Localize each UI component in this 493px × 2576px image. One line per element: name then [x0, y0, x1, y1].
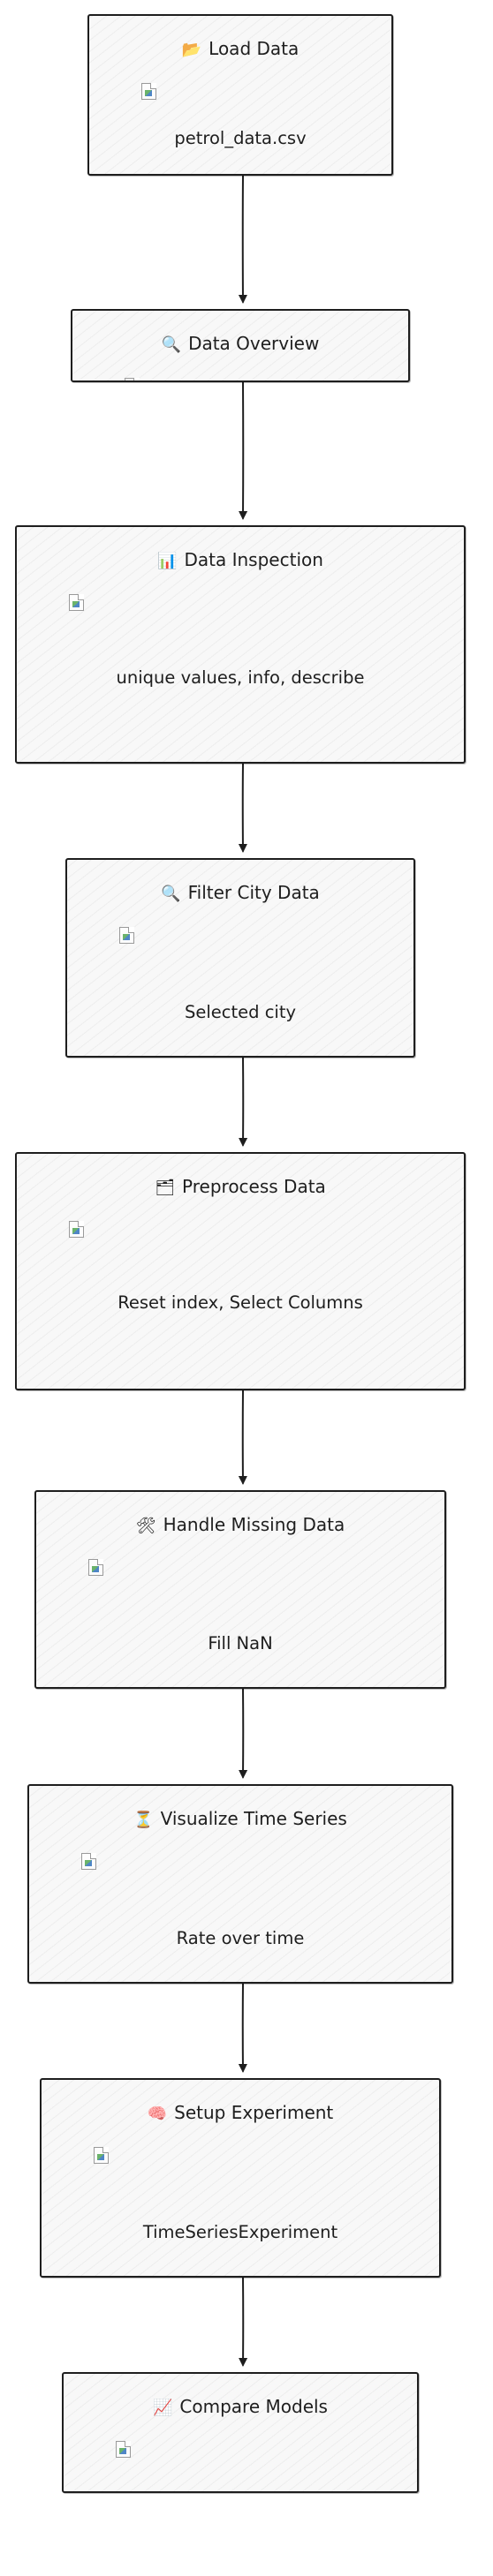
node-subtitle: petrol_data.csv	[174, 128, 307, 148]
magnifier-icon: 🔍	[161, 885, 181, 903]
broken-image-icon	[141, 83, 156, 100]
node-data-inspection: 📊Data Inspection unique values, info, de…	[15, 525, 466, 764]
broken-image-icon	[116, 2441, 131, 2458]
node-compare-models: 📈Compare Models	[62, 2372, 419, 2493]
chart-increasing-icon: 📈	[153, 2399, 173, 2417]
broken-image-icon	[94, 2147, 109, 2164]
broken-image-icon	[125, 378, 140, 380]
node-title: ⏳Visualize Time Series	[29, 1807, 451, 1832]
broken-image-icon	[88, 1559, 103, 1576]
node-preprocess-data: 🗂Preprocess Data Reset index, Select Col…	[15, 1152, 466, 1390]
node-setup-experiment: 🧠Setup Experiment TimeSeriesExperiment	[40, 2078, 441, 2278]
node-handle-missing-data: 🛠Handle Missing Data Fill NaN	[34, 1490, 446, 1689]
broken-image-icon	[69, 594, 84, 611]
node-subtitle: Selected city	[184, 1002, 297, 1022]
tools-icon: 🛠	[135, 1517, 156, 1535]
node-title: 🛠Handle Missing Data	[36, 1513, 444, 1538]
node-title: 🗂Preprocess Data	[17, 1175, 464, 1200]
box-icon: 🗂	[155, 1179, 176, 1197]
folder-icon: 📂	[181, 41, 202, 59]
node-subtitle: TimeSeriesExperiment	[142, 2222, 338, 2242]
magnifier-icon: 🔍	[161, 335, 182, 354]
broken-image-icon	[81, 1853, 96, 1870]
node-title: 📈Compare Models	[64, 2395, 417, 2420]
node-title: 🔍Filter City Data	[67, 881, 413, 906]
node-title: 🔍Data Overview	[72, 332, 408, 357]
broken-image-icon	[69, 1221, 84, 1238]
node-title: 📊Data Inspection	[17, 548, 464, 573]
node-visualize-time-series: ⏳Visualize Time Series Rate over time	[27, 1784, 453, 1984]
node-title: 🧠Setup Experiment	[42, 2101, 439, 2126]
node-subtitle: Fill NaN	[208, 1633, 273, 1653]
node-subtitle: Rate over time	[176, 1928, 305, 1948]
brain-icon: 🧠	[147, 2105, 168, 2123]
node-title: 📂Load Data	[89, 37, 391, 62]
broken-image-icon	[119, 927, 134, 944]
hourglass-icon: ⏳	[133, 1811, 154, 1829]
node-data-overview: 🔍Data Overview	[71, 309, 410, 382]
bar-chart-icon: 📊	[157, 552, 178, 570]
node-subtitle: Reset index, Select Columns	[118, 1292, 363, 1313]
node-filter-city-data: 🔍Filter City Data Selected city	[65, 858, 415, 1058]
node-subtitle: unique values, info, describe	[116, 667, 365, 688]
node-load-data: 📂Load Data petrol_data.csv	[87, 14, 393, 176]
